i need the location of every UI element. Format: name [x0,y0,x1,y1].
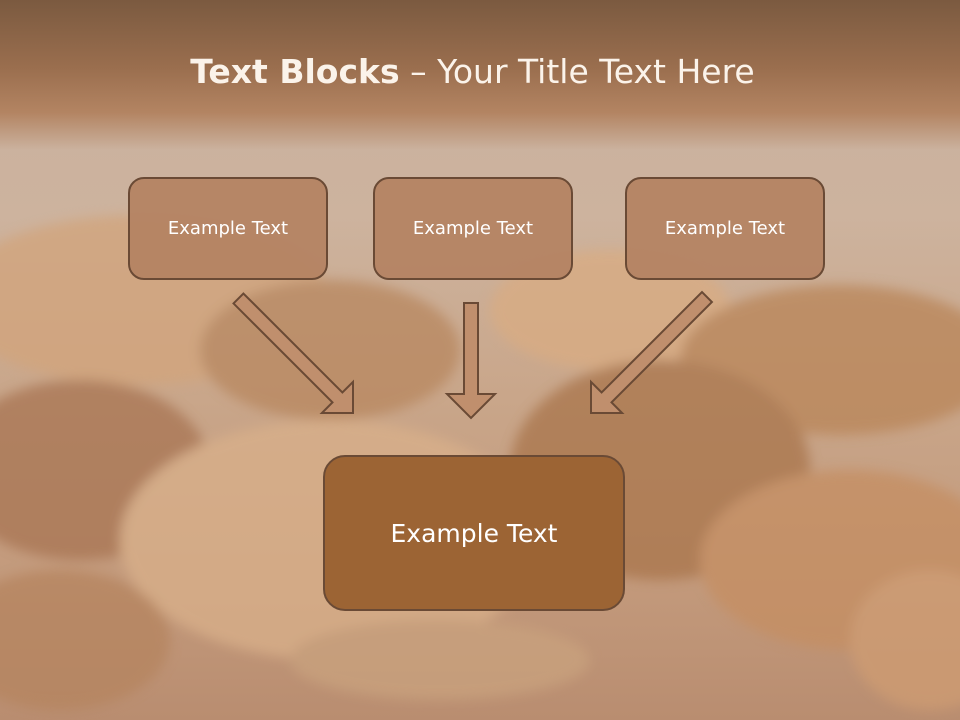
text-block-3[interactable]: Example Text [625,177,825,280]
text-block-1-label: Example Text [167,218,289,239]
center-text-block[interactable]: Example Text [323,455,625,611]
text-block-3-label: Example Text [664,218,786,239]
center-text-block-label: Example Text [390,518,558,548]
title-rest-part: – Your Title Text Here [399,52,755,91]
title-band [0,0,960,150]
text-block-2[interactable]: Example Text [373,177,573,280]
slide-title: Text Blocks – Your Title Text Here [0,52,945,91]
text-block-2-label: Example Text [412,218,534,239]
text-block-1[interactable]: Example Text [128,177,328,280]
title-bold-part: Text Blocks [190,52,400,91]
